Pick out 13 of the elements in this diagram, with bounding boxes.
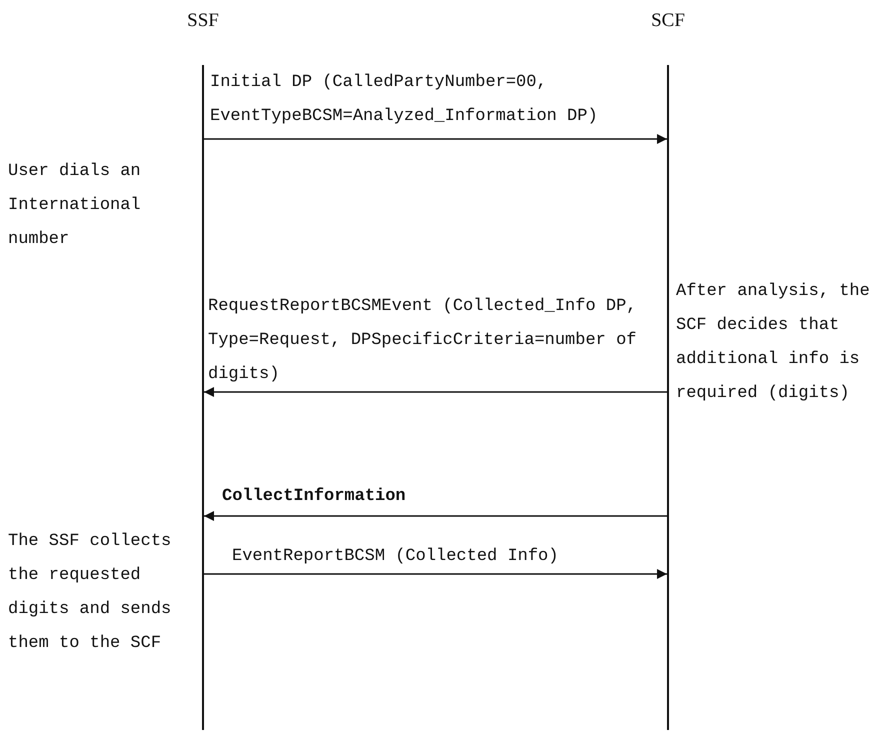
- message-label: EventReportBCSM (Collected Info): [232, 546, 560, 568]
- participant-name: SSF: [186, 10, 220, 32]
- participant-name: SCF: [650, 10, 686, 32]
- message-label: RequestReportBCSMEvent (Collected_Info DP, Type=Request, DPSpecificCriteria=number of digits): [208, 296, 638, 386]
- message-label: Initial DP (CalledPartyNumber=00, EventTypeBCSM=Analyzed_Information DP): [210, 72, 599, 128]
- message-arrow: [204, 387, 667, 397]
- message-arrow: [204, 511, 667, 521]
- message-label: CollectInformation: [222, 486, 407, 508]
- note-text: After analysis, the SCF decides that additional info is required (digits): [676, 281, 871, 405]
- message-arrow: [204, 134, 667, 144]
- message-arrow: [204, 569, 667, 579]
- note-text: The SSF collects the requested digits and sends them to the SCF: [8, 531, 172, 655]
- note-text: User dials an International number: [8, 161, 142, 251]
